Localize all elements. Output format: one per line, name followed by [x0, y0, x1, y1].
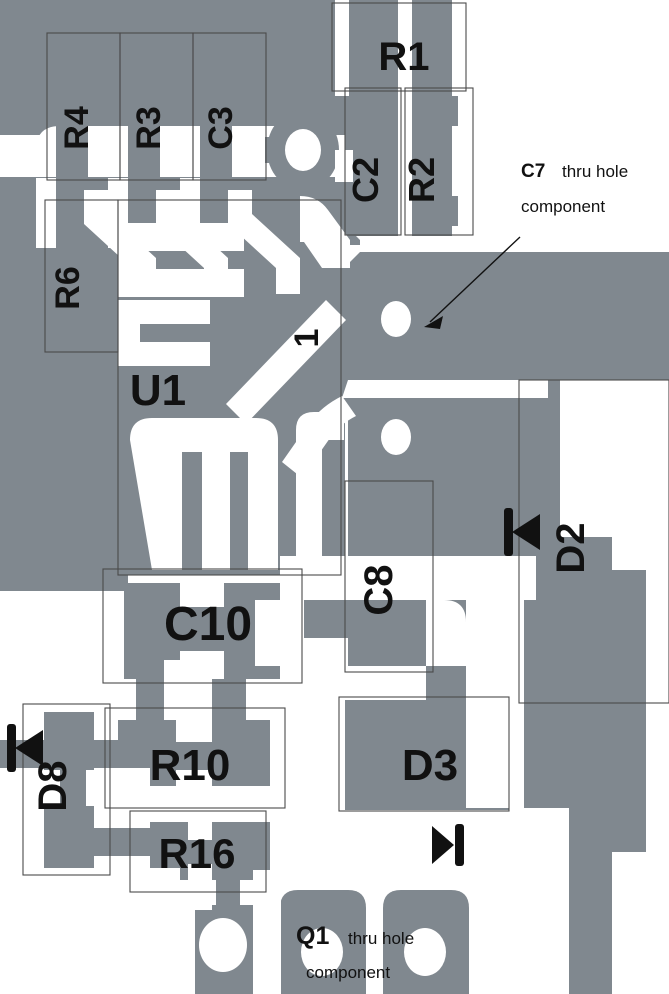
annotation-c7-line2: component [521, 197, 605, 216]
annotation-c7: C7 thru hole component [424, 161, 628, 329]
refdes-r2: R2 [401, 157, 442, 203]
silk-outline-r16 [129, 810, 267, 893]
hole-c7 [381, 301, 411, 337]
refdes-c2: C2 [345, 157, 386, 203]
hole-top-pad [285, 129, 321, 171]
silk-outline-r1 [331, 2, 467, 92]
d2-diode-symbol [504, 508, 540, 556]
silk-outline-r2 [404, 87, 474, 236]
hole-q1-left [199, 918, 247, 972]
refdes-r10: R10 [150, 741, 231, 790]
hole-q1-right [404, 928, 446, 976]
annotation-q1-line2: component [306, 963, 390, 982]
refdes-c10: C10 [164, 598, 252, 651]
silk-outline-u1 [117, 199, 342, 576]
annotation-q1-designator: Q1 [296, 922, 329, 950]
pin1-marker: 1 [288, 329, 326, 348]
refdes-u1: U1 [130, 366, 186, 415]
annotation-c7-line1: thru hole [562, 162, 628, 181]
refdes-d3: D3 [402, 741, 458, 790]
hole-q1-mid [301, 928, 343, 976]
refdes-r16: R16 [158, 830, 235, 877]
annotation-c7-leader-line [424, 236, 521, 329]
annotation-q1-line1: thru hole [348, 929, 414, 948]
thru-holes [199, 129, 446, 976]
silk-outline-c3 [192, 32, 267, 181]
refdes-r4: R4 [58, 106, 96, 150]
annotation-q1: Q1 thru hole component [296, 922, 414, 982]
silk-outline-d3 [338, 696, 510, 812]
refdes-d2: D2 [549, 522, 593, 573]
silkscreen-outlines [22, 2, 669, 893]
refdes-r1: R1 [378, 35, 429, 79]
d3-diode-symbol [432, 824, 464, 866]
refdes-c3: C3 [202, 106, 240, 149]
silk-outline-c2 [344, 87, 402, 236]
silk-outline-d2 [518, 379, 669, 704]
silk-outline-r10 [104, 707, 286, 809]
refdes-c8: C8 [357, 564, 401, 615]
reference-designator-labels: R4 R3 C3 R1 C2 R2 R6 U1 D2 C8 C10 D3 D8 … [31, 35, 593, 877]
annotation-c7-designator: C7 [521, 161, 545, 182]
d8-diode-symbol [7, 724, 43, 772]
hole-mid [381, 419, 411, 455]
refdes-d8: D8 [31, 760, 75, 811]
diode-symbols [7, 508, 540, 866]
silk-outline-c8 [344, 480, 434, 673]
refdes-r6: R6 [49, 266, 87, 309]
silk-outline-d8 [22, 703, 111, 876]
refdes-r3: R3 [130, 106, 168, 149]
silk-outline-c10 [102, 568, 303, 684]
